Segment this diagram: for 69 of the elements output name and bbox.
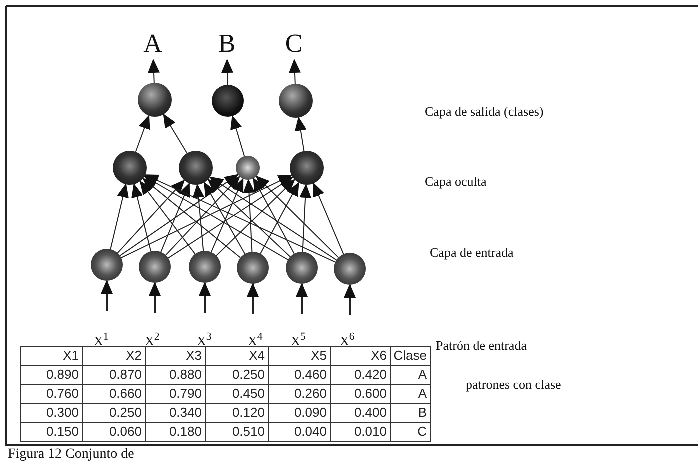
arrow xyxy=(222,59,234,86)
input-label: X$^{6}$ xyxy=(340,330,355,348)
arrow xyxy=(210,178,244,253)
input-label: X$^{2}$ xyxy=(145,330,160,348)
input-label: X$^{5}$ xyxy=(291,330,306,348)
neuron-circle xyxy=(139,251,171,283)
arrow xyxy=(192,184,205,252)
neuron-circle xyxy=(138,83,172,117)
table-title: Patrón de entrada xyxy=(436,338,527,353)
arrow xyxy=(294,116,307,152)
arrow xyxy=(230,115,246,157)
arrow xyxy=(163,114,188,154)
arrow xyxy=(144,174,336,263)
arrow xyxy=(313,182,344,255)
class-label: B xyxy=(217,30,237,58)
table-cell: C xyxy=(390,422,431,442)
arrow xyxy=(135,115,150,152)
arrow xyxy=(144,176,289,260)
figure-caption: Figura 12 Conjunto de xyxy=(8,447,134,462)
neuron-circle xyxy=(236,156,260,180)
neuron-circle xyxy=(212,85,244,117)
arrow xyxy=(132,184,152,252)
arrow xyxy=(110,184,129,250)
arrow xyxy=(256,176,340,258)
arrow xyxy=(149,282,161,313)
input-label: X$^{1}$ xyxy=(94,330,109,348)
class-label: C xyxy=(284,30,304,58)
neuron-circle xyxy=(237,252,269,284)
arrow xyxy=(117,180,186,254)
neuron-circle xyxy=(113,151,147,185)
arrow xyxy=(296,283,308,314)
arrow xyxy=(142,178,242,258)
arrow xyxy=(168,176,294,259)
arrow xyxy=(243,179,256,252)
arrow xyxy=(140,180,196,255)
neuron-circle xyxy=(279,84,313,118)
class-label: A xyxy=(142,30,164,58)
layer-label: Capa oculta xyxy=(425,174,487,189)
arrow xyxy=(247,283,259,314)
layer-label: Capa de entrada xyxy=(430,245,514,260)
arrow xyxy=(101,280,113,311)
arrow xyxy=(289,59,301,84)
table-note: patrones con clase xyxy=(466,376,562,393)
column-header: Clase xyxy=(390,346,431,366)
arrow xyxy=(300,184,312,252)
arrow xyxy=(344,284,356,315)
arrow xyxy=(253,178,295,254)
layer-label: Capa de salida (clases) xyxy=(425,103,545,120)
input-label: X$^{4}$ xyxy=(248,330,263,348)
arrow xyxy=(148,59,160,84)
arrow xyxy=(199,282,211,313)
input-label: X$^{3}$ xyxy=(197,330,212,348)
neuron-circle xyxy=(290,151,324,185)
arrow xyxy=(209,176,338,261)
arrow xyxy=(160,182,190,253)
table-cell: 0.150 xyxy=(20,422,83,442)
arrow xyxy=(120,174,239,256)
arrow xyxy=(260,182,300,254)
arrow xyxy=(166,176,240,256)
arrow xyxy=(216,179,296,256)
neuron-circle xyxy=(286,252,318,284)
neuron-circle xyxy=(91,249,123,281)
neuron-circle xyxy=(334,253,366,285)
arrow xyxy=(120,174,293,258)
neuron-circle xyxy=(179,151,213,185)
neuron-circle xyxy=(189,251,221,283)
arrow xyxy=(208,179,291,258)
column-header: X1 xyxy=(20,346,83,366)
arrow xyxy=(204,182,246,255)
